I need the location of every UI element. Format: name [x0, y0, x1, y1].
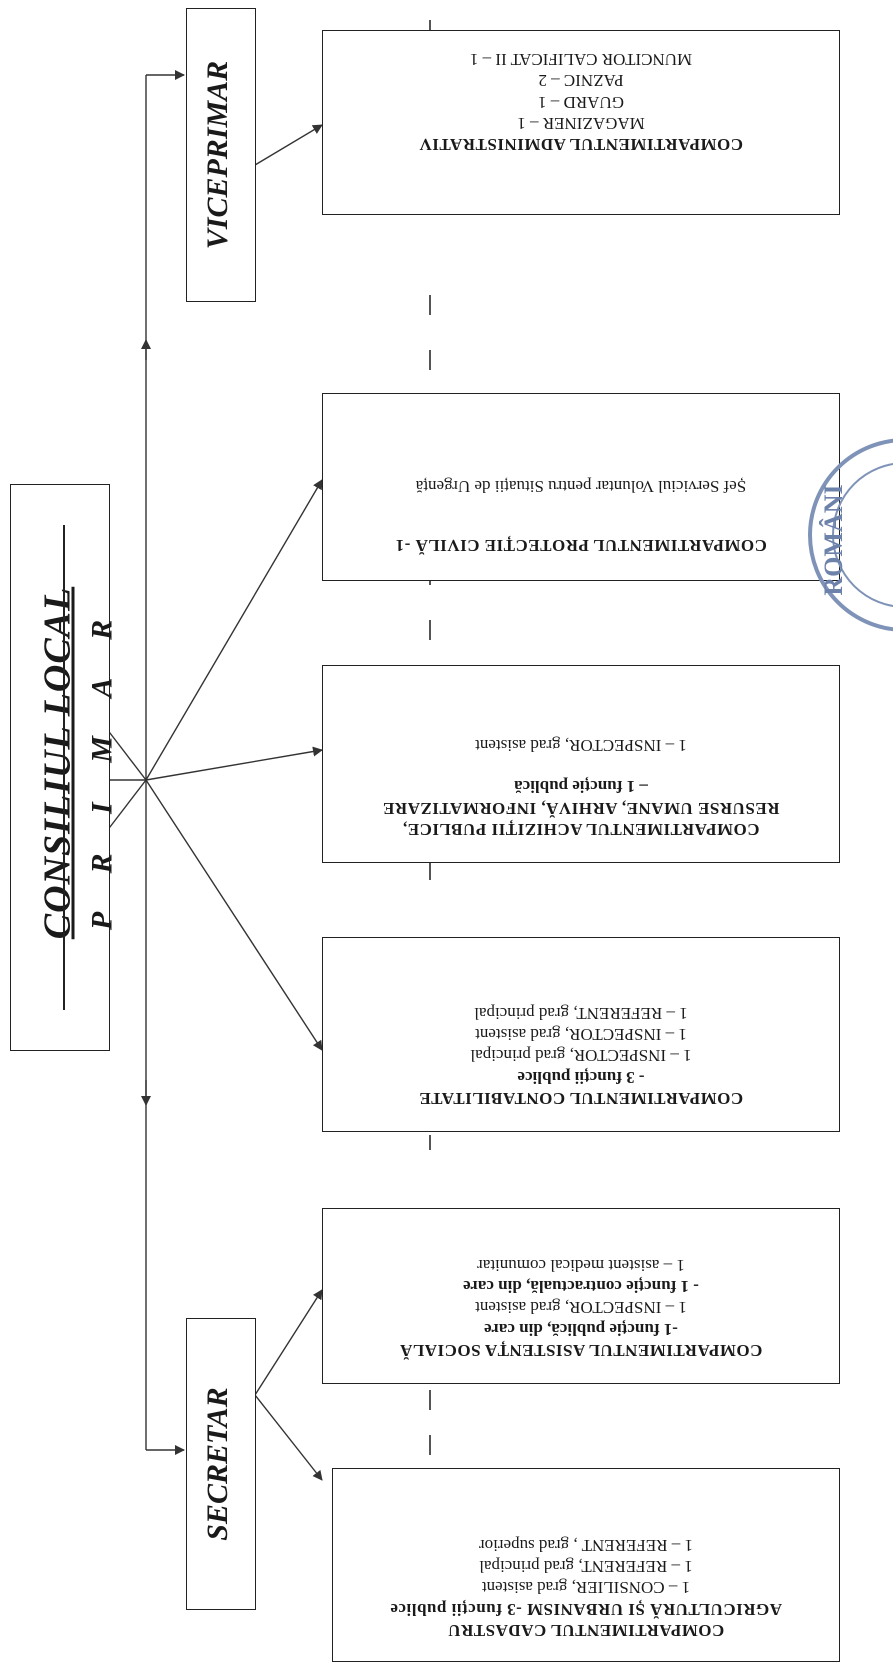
official-stamp-icon: ROMÂNI — [808, 438, 893, 632]
dept-line: PAZNIC – 2 — [538, 71, 624, 91]
stamp-text: ROMÂNI — [819, 484, 848, 595]
dept-line: – 1 funcție publică — [514, 777, 648, 797]
council-title: CONSILIUL LOCAL — [36, 586, 79, 940]
mayor-box: CONSILIUL LOCAL P R I M A R — [10, 484, 119, 1051]
dept-protectie-title: COMPARTIMENTUL PROTECȚIE CIVILĂ -1 — [395, 536, 767, 555]
link-administrativ — [254, 124, 323, 166]
dept-line: AGRICULTURĂ ȘI URBANISM -3 funcții publi… — [389, 1599, 783, 1619]
dept-administrativ-title: COMPARTIMENTUL ADMINISTRATIV — [419, 135, 743, 155]
dept-cadastru-title: COMPARTIMENTUL CADASTRU — [447, 1621, 725, 1640]
secretar-box: SECRETAR — [186, 1318, 256, 1610]
dept-administrativ-text: COMPARTIMENTUL ADMINISTRATIV MAGAZINER –… — [323, 31, 839, 214]
link-protectie — [145, 479, 323, 781]
dept-line: - 3 funcții publice — [517, 1067, 645, 1087]
dept-line: 1 – CONSILIER, grad asistent — [481, 1578, 691, 1598]
mayor-title: P R I M A R — [85, 603, 119, 931]
viceprimar-label: VICEPRIMAR — [201, 60, 234, 250]
dept-protectie-civila: COMPARTIMENTUL PROTECȚIE CIVILĂ -1 Șef S… — [322, 393, 840, 581]
dept-protectie-text: COMPARTIMENTUL PROTECȚIE CIVILĂ -1 Șef S… — [323, 394, 839, 580]
dept-line: 1 – asistent medical comunitar — [477, 1256, 685, 1275]
dept-line: GUARD – 1 — [538, 92, 624, 112]
dept-contabilitate-title: COMPARTIMENTUL CONTABILITATE — [418, 1089, 744, 1108]
viceprimar-box: VICEPRIMAR — [186, 8, 256, 302]
dept-administrativ: COMPARTIMENTUL ADMINISTRATIV MAGAZINER –… — [322, 30, 840, 215]
dept-contabilitate: COMPARTIMENTUL CONTABILITATE - 3 funcții… — [322, 937, 840, 1132]
dept-social-text: COMPARTIMENTUL ASISTENȚA SOCIALĂ -1 func… — [323, 1209, 839, 1383]
dept-achizitii-title: COMPARTIMENTUL ACHIZIȚII PUBLICE, — [402, 820, 760, 839]
dept-line: 1 – INSPECTOR, grad asistent — [475, 736, 687, 756]
link-contabilitate — [145, 779, 323, 1051]
secretar-label: SECRETAR — [201, 1387, 234, 1541]
dept-line: 1 – INSPECTOR, grad asistent — [475, 1025, 687, 1045]
dept-line: 1 – REFERENT , grad superior — [478, 1536, 694, 1555]
dept-line: 1 – REFERENT, grad principal — [474, 1004, 688, 1023]
dept-line: 1 – REFERENT, grad principal — [479, 1557, 693, 1577]
dept-social-title: COMPARTIMENTUL ASISTENȚA SOCIALĂ — [399, 1341, 763, 1360]
dept-line: Șef Serviciul Voluntar pentru Situații d… — [415, 476, 747, 496]
dept-achizitii: COMPARTIMENTUL ACHIZIȚII PUBLICE, RESURS… — [322, 665, 840, 863]
link-achizitii — [145, 746, 323, 781]
dept-contabilitate-text: COMPARTIMENTUL CONTABILITATE - 3 funcții… — [323, 938, 839, 1131]
dept-asistenta-sociala: COMPARTIMENTUL ASISTENȚA SOCIALĂ -1 func… — [322, 1208, 840, 1384]
link-social — [254, 1289, 323, 1396]
dept-line: MUNCITOR CALIFICAT II – 1 — [469, 50, 693, 70]
dept-cadastru-text: COMPARTIMENTUL CADASTRU AGRICULTURĂ ȘI U… — [333, 1469, 839, 1661]
link-cadastru — [254, 1394, 323, 1481]
dept-line: 1 – INSPECTOR, grad asistent — [475, 1298, 687, 1318]
dept-line: RESURSE UMANE, ARHIVĂ, INFORMATIZARE — [382, 798, 780, 818]
dept-line: - 1 funcție contractuală, din care — [463, 1277, 699, 1297]
dept-line: -1 funcție publică, din care — [484, 1319, 678, 1339]
dept-achizitii-text: COMPARTIMENTUL ACHIZIȚII PUBLICE, RESURS… — [323, 666, 839, 862]
dept-line: MAGAZINER – 1 — [517, 114, 645, 133]
dept-cadastru: COMPARTIMENTUL CADASTRU AGRICULTURĂ ȘI U… — [332, 1468, 840, 1662]
dept-line: 1 – INSPECTOR, grad principal — [470, 1046, 692, 1066]
dept-line — [323, 756, 839, 776]
title-divider — [63, 525, 65, 1010]
